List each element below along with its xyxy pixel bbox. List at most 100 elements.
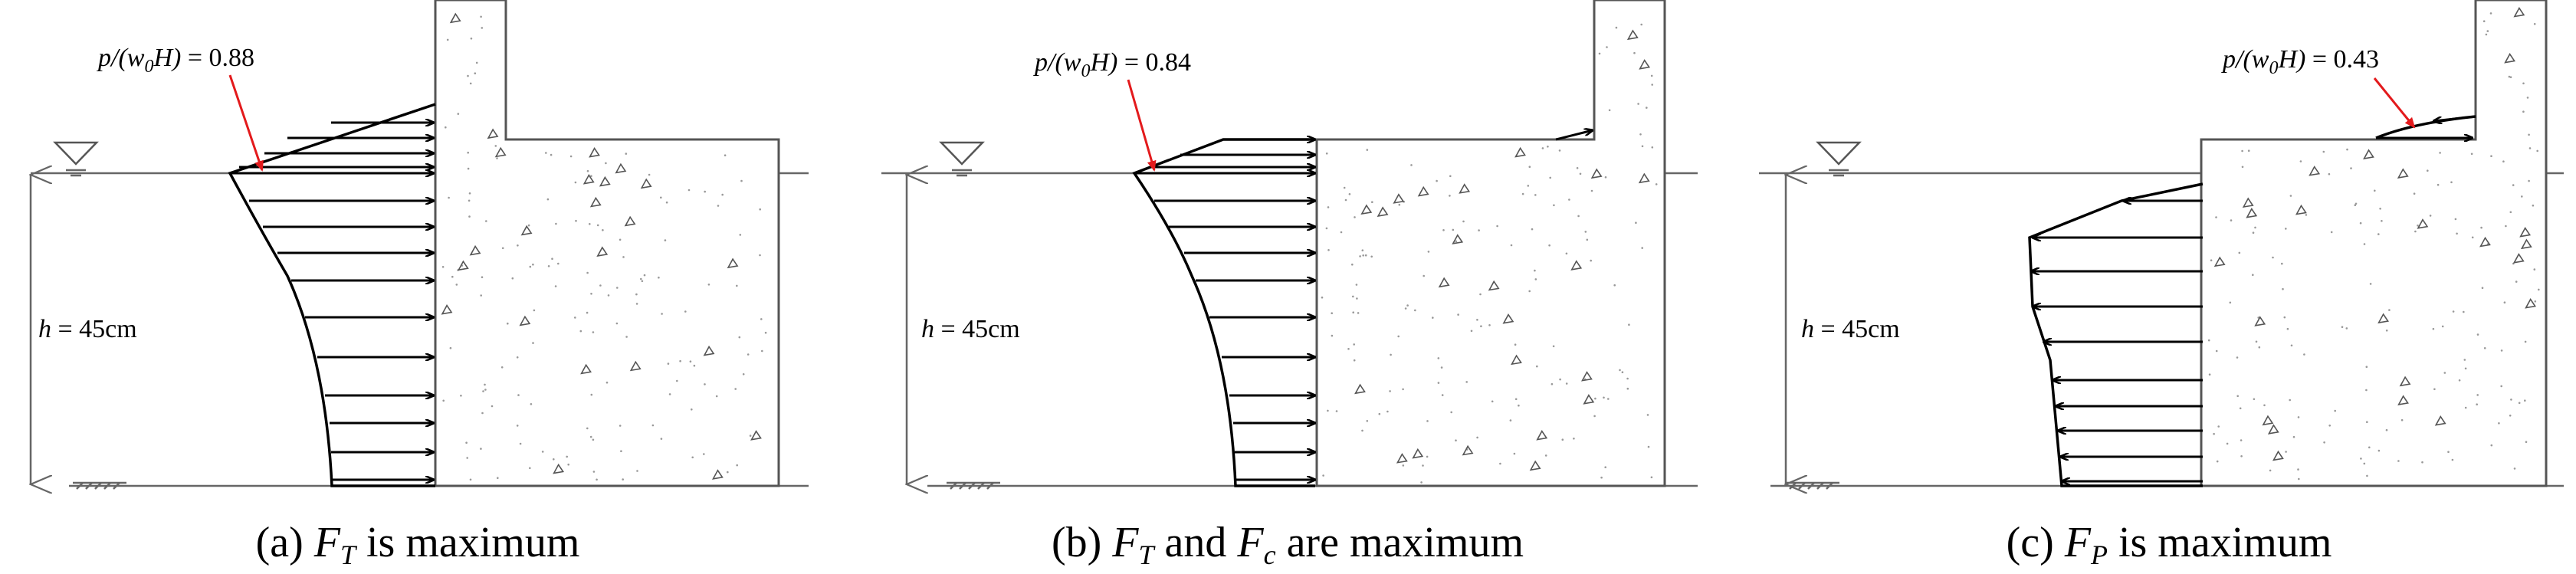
concrete-dot — [2508, 75, 2511, 78]
concrete-aggregate — [589, 196, 602, 208]
breakwater-caisson — [434, 0, 780, 487]
concrete-dot — [2263, 404, 2266, 407]
concrete-dot — [727, 471, 729, 474]
concrete-dot — [1410, 164, 1413, 166]
concrete-dot — [1432, 317, 1434, 319]
concrete-dot — [2500, 385, 2502, 388]
peak-pressure-label: p/(w0H) = 0.43 — [2221, 45, 2379, 78]
concrete-dot — [1548, 244, 1551, 247]
concrete-dot — [481, 276, 484, 279]
concrete-dot — [2350, 167, 2352, 169]
concrete-dot — [469, 82, 472, 85]
concrete-dot — [2217, 425, 2220, 428]
concrete-aggregate — [629, 360, 642, 372]
concrete-dot — [468, 192, 471, 195]
concrete-dot — [470, 38, 473, 40]
concrete-dot — [1321, 296, 1324, 299]
concrete-aggregate — [2520, 238, 2532, 250]
concrete-dot — [2297, 416, 2300, 418]
concrete-dot — [1465, 381, 1468, 383]
concrete-dot — [2328, 172, 2331, 175]
concrete-aggregate — [2363, 149, 2374, 160]
concrete-aggregate — [1452, 234, 1464, 244]
concrete-dot — [1568, 198, 1570, 201]
concrete-dot — [1651, 84, 1653, 86]
concrete-dot — [738, 336, 741, 339]
concrete-dot — [2413, 192, 2416, 195]
concrete-dot — [667, 362, 670, 365]
concrete-dot — [2509, 211, 2512, 214]
concrete-dot — [1598, 52, 1601, 55]
concrete-dot — [2369, 283, 2372, 285]
concrete-dot — [622, 478, 624, 481]
concrete-aggregate — [441, 304, 453, 315]
concrete-aggregate — [1514, 146, 1526, 158]
concrete-dot — [689, 360, 692, 363]
concrete-dot — [2447, 451, 2450, 453]
concrete-dot — [2464, 367, 2467, 370]
concrete-dot — [1470, 330, 1473, 333]
concrete-dot — [507, 322, 509, 325]
concrete-dot — [596, 478, 598, 481]
panel-b: h = 45cm p/(w0H) = 0.84 — [881, 0, 1698, 489]
concrete-dot — [1370, 255, 1373, 258]
concrete-dot — [2381, 220, 2383, 222]
concrete-dot — [2452, 310, 2455, 313]
pressure-arrows — [2031, 115, 2476, 481]
concrete-dot — [2521, 195, 2523, 198]
concrete-dot — [1552, 345, 1555, 348]
concrete-dot — [704, 190, 706, 193]
concrete-dot — [590, 175, 592, 177]
concrete-dot — [1340, 231, 1343, 234]
concrete-dot — [2481, 287, 2484, 290]
concrete-dot — [1604, 176, 1607, 179]
concrete-dot — [2528, 133, 2530, 136]
concrete-aggregate — [2377, 313, 2389, 324]
concrete-aggregate — [2479, 236, 2491, 248]
concrete-dot — [1509, 419, 1512, 421]
concrete-dot — [2458, 379, 2461, 382]
concrete-dot — [1534, 194, 1537, 196]
concrete-dot — [586, 169, 589, 172]
concrete-dot — [717, 205, 720, 207]
concrete-dot — [1462, 220, 1465, 223]
panel-a: h = 45cm p/(w0H) = 0.88 — [31, 0, 809, 489]
concrete-dot — [1426, 455, 1429, 458]
concrete-dot — [1476, 436, 1478, 439]
concrete-dot — [1606, 46, 1608, 48]
concrete-dot — [2298, 477, 2300, 481]
concrete-dot — [474, 72, 477, 74]
concrete-aggregate — [520, 225, 533, 236]
concrete-dot — [616, 287, 619, 289]
concrete-aggregate — [2213, 256, 2226, 267]
concrete-dot — [1553, 204, 1555, 207]
concrete-dot — [2239, 407, 2242, 410]
concrete-dot — [2526, 97, 2529, 99]
concrete-dot — [1565, 252, 1568, 255]
concrete-dot — [1513, 452, 1516, 455]
concrete-dot — [1635, 221, 1637, 225]
concrete-dot — [2443, 372, 2446, 374]
concrete-dot — [545, 152, 547, 154]
concrete-dot — [749, 435, 752, 437]
concrete-dot — [2290, 344, 2293, 347]
concrete-dot — [619, 425, 622, 427]
concrete-dot — [1449, 175, 1452, 178]
concrete-dot — [1528, 290, 1531, 293]
concrete-dot — [1608, 109, 1611, 112]
concrete-dot — [2377, 449, 2381, 452]
concrete-aggregate — [519, 315, 531, 326]
concrete-dot — [567, 463, 569, 466]
concrete-dot — [2538, 288, 2540, 291]
concrete-dot — [2282, 287, 2284, 290]
concrete-aggregate — [580, 363, 592, 375]
concrete-dot — [2429, 215, 2432, 217]
concrete-dot — [1480, 325, 1482, 328]
concrete-dot — [2247, 149, 2250, 152]
concrete-dot — [501, 247, 504, 250]
concrete-aggregate — [1462, 444, 1474, 456]
concrete-aggregate — [1377, 206, 1389, 217]
concrete-dot — [1455, 439, 1457, 441]
concrete-dot — [759, 208, 761, 211]
concrete-dot — [2385, 428, 2388, 431]
